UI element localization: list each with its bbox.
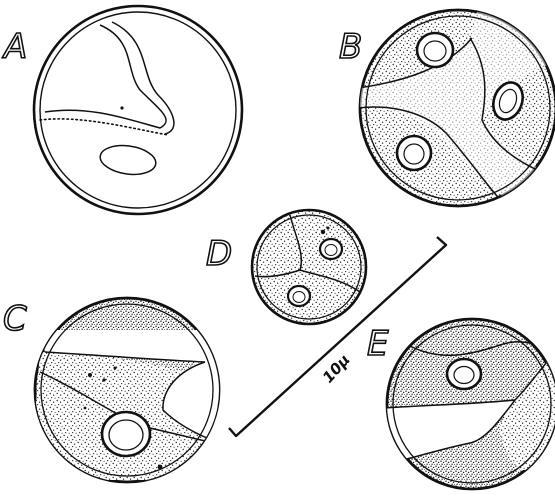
cell-c-granule xyxy=(84,407,87,410)
cell-b-nucleus-top xyxy=(417,33,453,67)
cell-c xyxy=(30,298,225,482)
cell-c-granule xyxy=(88,373,92,377)
cell-d-nucleus-lower xyxy=(288,286,310,306)
cell-a xyxy=(34,6,242,214)
cell-d xyxy=(252,210,366,324)
cell-c-granule xyxy=(114,367,117,370)
cell-d-nucleus-upper xyxy=(320,239,342,259)
cell-d-granule xyxy=(327,227,330,230)
cell-c-granule xyxy=(158,465,163,470)
cell-label-e: E xyxy=(367,324,389,364)
cell-label-d: D xyxy=(206,234,232,274)
cell-e xyxy=(385,319,555,489)
cell-d-outer-wall xyxy=(252,210,366,324)
cell-d-granule xyxy=(321,230,325,234)
cell-e-nucleus xyxy=(447,359,481,389)
cell-b-nucleus-bottom xyxy=(397,136,431,170)
cell-label-a: A xyxy=(2,27,27,67)
cell-c-granule xyxy=(102,378,105,381)
cell-b xyxy=(355,0,555,230)
cell-a-granule xyxy=(120,106,123,109)
cell-label-c: C xyxy=(3,299,27,339)
cell-label-b: B xyxy=(339,27,362,67)
cell-c-nucleus xyxy=(102,412,150,456)
